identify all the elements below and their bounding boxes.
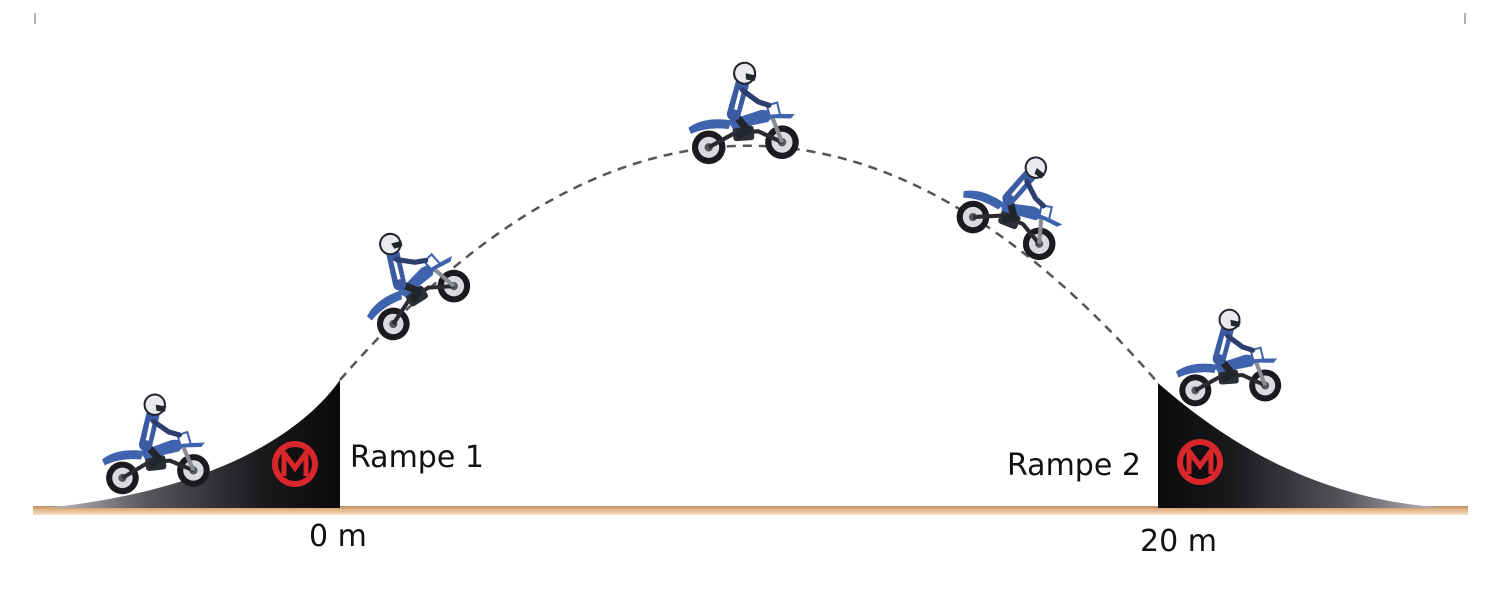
distance-marker-0: 0 m [309, 519, 367, 554]
ramp-2 [1158, 383, 1445, 508]
motorcycle-rider-icon [96, 390, 212, 496]
ramp-2-label: Rampe 2 [1007, 448, 1141, 483]
motorcycle-rider-icon [336, 210, 477, 348]
distance-marker-20: 20 m [1140, 524, 1217, 559]
ramp-1-label: Rampe 1 [350, 440, 484, 475]
ramp-1-logo-icon [272, 441, 318, 487]
motorcycle-rider-icon [950, 136, 1084, 265]
motorcycle-rider-icon [1172, 307, 1282, 408]
jump-trajectory [339, 144, 1159, 384]
ground [33, 506, 1468, 515]
motorcycle-rider-icon [684, 59, 800, 165]
ramp-2-logo-icon [1177, 439, 1223, 485]
ramp-1 [45, 380, 340, 508]
